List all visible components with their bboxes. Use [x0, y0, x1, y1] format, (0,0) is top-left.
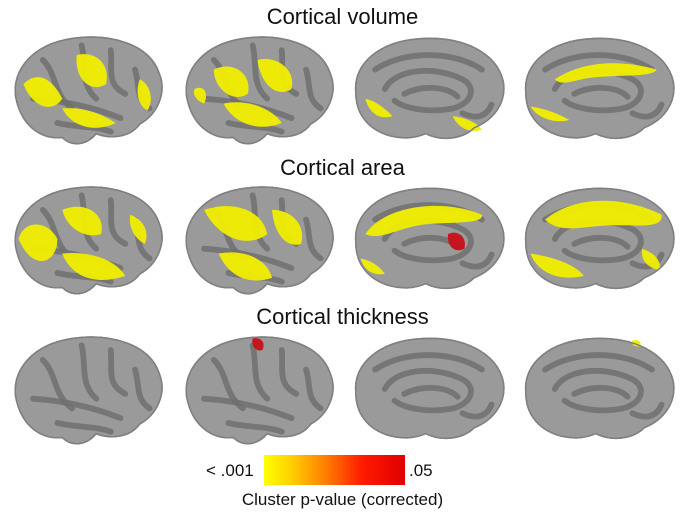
colorbar-min-label: < .001	[206, 461, 254, 480]
brain-thickness-right-medial	[516, 330, 681, 448]
colorbar	[264, 455, 405, 485]
colorbar-caption: Cluster p-value (corrected)	[241, 490, 444, 509]
brain-area-right-medial	[516, 180, 681, 298]
brain-thickness-left-medial	[346, 330, 511, 448]
title-cortical-thickness: Cortical thickness	[256, 304, 429, 329]
colorbar-max-label: .05	[409, 461, 433, 480]
title-cortical-area: Cortical area	[280, 155, 405, 180]
brain-volume-right-lateral	[175, 30, 340, 148]
brain-volume-right-medial	[516, 30, 681, 148]
brain-area-left-medial	[346, 180, 511, 298]
title-cortical-volume: Cortical volume	[266, 4, 419, 29]
brain-area-right-lateral	[175, 180, 340, 298]
brain-area-left-lateral	[4, 180, 169, 298]
brain-thickness-right-lateral	[175, 330, 340, 448]
brain-volume-left-lateral	[4, 30, 169, 148]
brain-volume-left-medial	[346, 30, 511, 148]
brain-thickness-left-lateral	[4, 330, 169, 448]
